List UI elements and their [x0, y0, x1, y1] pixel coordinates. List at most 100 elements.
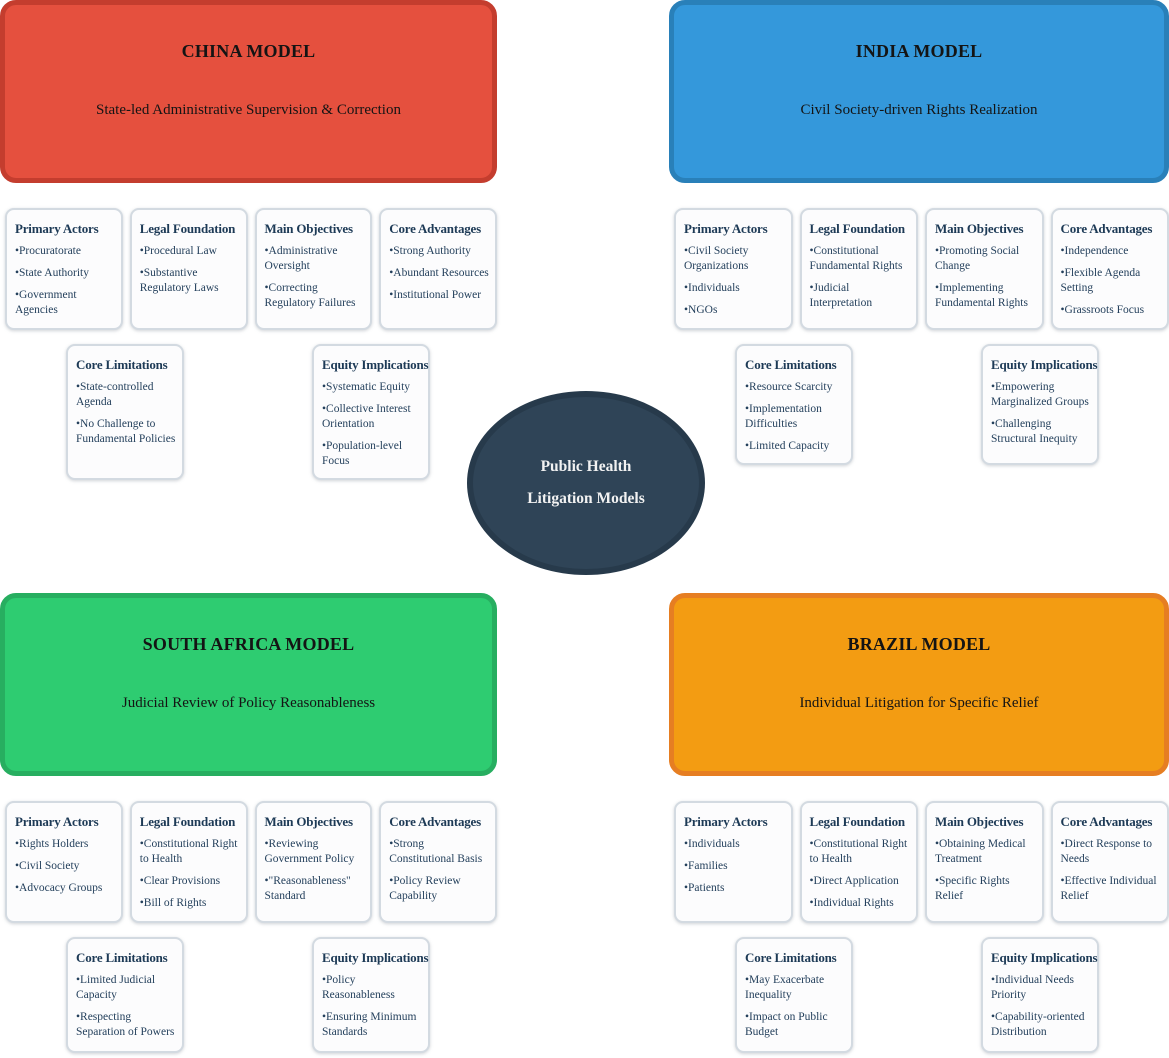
card-heading: Primary Actors	[15, 814, 99, 829]
south-africa-model-section: SOUTH AFRICA MODEL Judicial Review of Po…	[0, 593, 497, 1053]
bullet-item: Challenging Structural Inequity	[991, 417, 1092, 447]
card-heading: Core Limitations	[745, 950, 837, 965]
bullet-item: Direct Application	[810, 874, 912, 889]
brazil-cards-row-2: Core LimitationsMay Exacerbate Inequalit…	[669, 937, 1169, 1053]
card-heading: Equity Implications	[322, 950, 429, 965]
bullet-item: State Authority	[15, 266, 116, 281]
bullet-item: Constitutional Fundamental Rights	[810, 244, 912, 274]
bullet-item: Abundant Resources	[389, 266, 490, 281]
model-subtitle: State-led Administrative Supervision & C…	[96, 102, 401, 118]
bullet-item: Families	[684, 859, 786, 874]
bullet-item: Independence	[1061, 244, 1163, 259]
bullet-item: Procedural Law	[140, 244, 241, 259]
india-card-core-advantages: Core AdvantagesIndependenceFlexible Agen…	[1050, 208, 1169, 330]
bullet-item: State-controlled Agenda	[76, 380, 177, 410]
card-heading: Legal Foundation	[139, 814, 236, 829]
bullet-item: NGOs	[684, 303, 786, 318]
bullet-item: Procuratorate	[15, 244, 116, 259]
china-model-section: CHINA MODEL State-led Administrative Sup…	[0, 0, 497, 480]
bullet-item: Strong Authority	[389, 244, 490, 259]
card-heading: Main Objectives	[264, 221, 354, 236]
south-africa-cards-row-2: Core LimitationsLimited Judicial Capacit…	[0, 937, 497, 1053]
bullet-item: Strong Constitutional Basis	[389, 837, 490, 867]
card-heading: Main Objectives	[935, 814, 1024, 829]
bullet-item: Limited Judicial Capacity	[76, 973, 177, 1003]
bullet-item: Individual Needs Priority	[991, 973, 1092, 1003]
bullet-item: Effective Individual Relief	[1061, 874, 1163, 904]
china-card-main-objectives: Main ObjectivesAdministrative OversightC…	[254, 208, 373, 330]
bullet-item: Policy Review Capability	[389, 874, 490, 904]
model-subtitle: Judicial Review of Policy Reasonableness	[121, 695, 376, 711]
card-heading: Core Advantages	[389, 221, 481, 236]
card-heading: Primary Actors	[684, 221, 768, 236]
card-heading: Legal Foundation	[809, 221, 906, 236]
center-title-line-1: Public Health	[540, 458, 632, 475]
bullet-item: "Reasonableness" Standard	[265, 874, 366, 904]
card-heading: Primary Actors	[684, 814, 768, 829]
china-card-legal-foundation: Legal FoundationProcedural LawSubstantiv…	[129, 208, 248, 330]
card-heading: Core Limitations	[76, 950, 168, 965]
brazil-model-header: BRAZIL MODEL Individual Litigation for S…	[669, 593, 1169, 776]
bullet-item: Civil Society Organizations	[684, 244, 786, 274]
bullet-item: Civil Society	[15, 859, 116, 874]
india-cards-row-1: Primary ActorsCivil Society Organization…	[669, 208, 1169, 330]
india-cards-row-2: Core LimitationsResource ScarcityImpleme…	[669, 344, 1169, 465]
china-cards-row-1: Primary ActorsProcuratorateState Authori…	[0, 208, 497, 330]
bullet-item: Patients	[684, 881, 786, 896]
bullet-item: Promoting Social Change	[935, 244, 1037, 274]
brazil-model-section: BRAZIL MODEL Individual Litigation for S…	[669, 593, 1169, 1053]
bullet-item: Individuals	[684, 837, 786, 852]
brazil-card-primary-actors: Primary ActorsIndividualsFamiliesPatient…	[674, 801, 793, 923]
brazil-card-main-objectives: Main ObjectivesObtaining Medical Treatme…	[925, 801, 1044, 923]
china-card-core-advantages: Core AdvantagesStrong AuthorityAbundant …	[379, 208, 497, 330]
bullet-item: Population-level Focus	[322, 439, 423, 469]
bullet-item: No Challenge to Fundamental Policies	[76, 417, 177, 447]
bullet-item: Resource Scarcity	[745, 380, 846, 395]
china-card-primary-actors: Primary ActorsProcuratorateState Authori…	[5, 208, 123, 330]
south-africa-card-equity-implications: Equity ImplicationsPolicy Reasonableness…	[312, 937, 430, 1053]
south-africa-card-legal-foundation: Legal FoundationConstitutional Right to …	[129, 801, 248, 923]
bullet-item: Institutional Power	[389, 288, 490, 303]
bullet-item: Government Agencies	[15, 288, 116, 318]
south-africa-card-core-advantages: Core AdvantagesStrong Constitutional Bas…	[379, 801, 497, 923]
china-card-core-limitations: Core LimitationsState-controlled AgendaN…	[66, 344, 184, 480]
china-cards-row-2: Core LimitationsState-controlled AgendaN…	[0, 344, 497, 480]
bullet-item: Policy Reasonableness	[322, 973, 423, 1003]
bullet-item: Collective Interest Orientation	[322, 402, 423, 432]
card-heading: Main Objectives	[935, 221, 1024, 236]
card-heading: Core Advantages	[1060, 814, 1153, 829]
brazil-card-core-advantages: Core AdvantagesDirect Response to NeedsE…	[1050, 801, 1169, 923]
india-card-main-objectives: Main ObjectivesPromoting Social ChangeIm…	[925, 208, 1044, 330]
china-card-equity-implications: Equity ImplicationsSystematic EquityColl…	[312, 344, 430, 480]
south-africa-card-primary-actors: Primary ActorsRights HoldersCivil Societ…	[5, 801, 123, 923]
brazil-card-equity-implications: Equity ImplicationsIndividual Needs Prio…	[981, 937, 1099, 1053]
india-card-equity-implications: Equity ImplicationsEmpowering Marginaliz…	[981, 344, 1099, 465]
bullet-item: Reviewing Government Policy	[265, 837, 366, 867]
card-heading: Main Objectives	[264, 814, 354, 829]
bullet-item: Implementation Difficulties	[745, 402, 846, 432]
south-africa-card-main-objectives: Main ObjectivesReviewing Government Poli…	[254, 801, 373, 923]
bullet-item: Impact on Public Budget	[745, 1010, 846, 1040]
model-title: INDIA MODEL	[855, 41, 983, 61]
model-title: CHINA MODEL	[181, 41, 316, 61]
india-model-header: INDIA MODEL Civil Society-driven Rights …	[669, 0, 1169, 183]
card-heading: Legal Foundation	[139, 221, 236, 236]
bullet-item: Direct Response to Needs	[1061, 837, 1163, 867]
bullet-item: Limited Capacity	[745, 439, 846, 454]
card-heading: Core Advantages	[1060, 221, 1153, 236]
south-africa-cards-row-1: Primary ActorsRights HoldersCivil Societ…	[0, 801, 497, 923]
bullet-item: Advocacy Groups	[15, 881, 116, 896]
model-subtitle: Civil Society-driven Rights Realization	[800, 102, 1038, 118]
card-heading: Core Limitations	[745, 357, 837, 372]
card-heading: Equity Implications	[322, 357, 429, 372]
india-card-legal-foundation: Legal FoundationConstitutional Fundament…	[799, 208, 918, 330]
bullet-item: Capability-oriented Distribution	[991, 1010, 1092, 1040]
bullet-item: Rights Holders	[15, 837, 116, 852]
bullet-item: Correcting Regulatory Failures	[265, 281, 366, 311]
center-title-line-2: Litigation Models	[527, 490, 645, 507]
bullet-item: Individuals	[684, 281, 786, 296]
model-subtitle: Individual Litigation for Specific Relie…	[799, 695, 1039, 711]
india-model-section: INDIA MODEL Civil Society-driven Rights …	[669, 0, 1169, 465]
bullet-item: Empowering Marginalized Groups	[991, 380, 1092, 410]
model-title: SOUTH AFRICA MODEL	[142, 634, 355, 654]
